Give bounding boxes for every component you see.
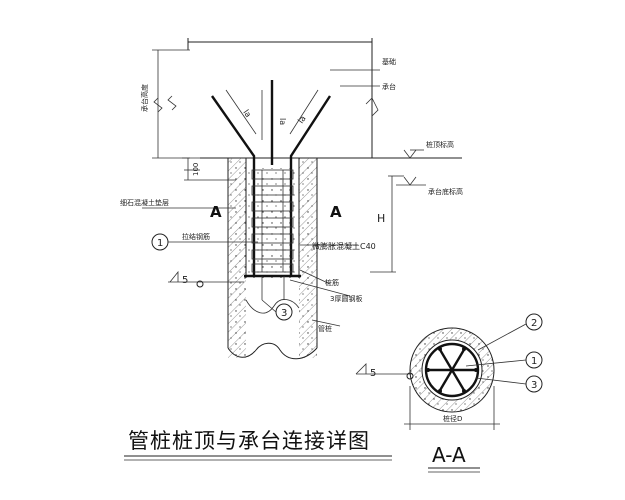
- foundation-label: 基础: [382, 57, 396, 66]
- right-leaders: 基础 承台 桩顶标高 承台底标高 H 微膨胀混凝土C40 桩筋 3厚圆钢板 管桩: [289, 57, 463, 333]
- la-mid-label: la: [278, 118, 287, 125]
- cap-height-dimension: 承台高度: [140, 49, 190, 159]
- callout-1-section: 1: [531, 356, 537, 367]
- section-mark-right: A: [330, 203, 342, 221]
- cap-height-label: 承台高度: [140, 84, 149, 112]
- angle-mark-left: 5: [182, 275, 188, 286]
- h-dimension-label: H: [377, 212, 385, 225]
- left-leaders: 细石混凝土垫层 A A 1 拉结钢筋 5 3: [120, 198, 342, 321]
- cap-label: 承台: [382, 82, 396, 91]
- top-offset-dimension: 100: [184, 158, 236, 181]
- callout-3-left: 3: [281, 308, 287, 319]
- micro-concrete-label: 微膨胀混凝土C40: [312, 241, 376, 251]
- callout-3-section: 3: [531, 380, 537, 391]
- pile-bar-label: 桩筋: [325, 278, 339, 287]
- top-elev-label: 桩顶标高: [426, 140, 454, 149]
- callout-1-left: 1: [157, 238, 163, 249]
- la-right-label: la: [296, 114, 308, 125]
- anchorage-bars: la la la: [211, 80, 332, 165]
- section-mark-left: A: [210, 203, 222, 221]
- section-title: A-A: [432, 443, 466, 467]
- angle-mark-section: 5: [370, 368, 376, 379]
- section-aa: 2 1 3 5 桩径D A-A: [355, 313, 543, 473]
- diameter-label: 桩径D: [443, 414, 462, 423]
- cap-bottom-label: 承台底标高: [428, 187, 463, 196]
- fine-concrete-label: 细石混凝土垫层: [120, 198, 169, 207]
- la-left-label: la: [241, 108, 253, 119]
- pipe-wall-label: 管桩: [318, 324, 332, 333]
- drawing-title-group: 管桩桩顶与承台连接详图: [124, 429, 392, 461]
- callout-2: 2: [531, 318, 537, 329]
- drawing-title: 管桩桩顶与承台连接详图: [128, 429, 370, 453]
- plate-label: 3厚圆钢板: [330, 294, 362, 303]
- offset-100-label: 100: [192, 163, 200, 176]
- lat-bar-label: 拉结钢筋: [182, 232, 210, 241]
- rebar-cage: [251, 165, 294, 276]
